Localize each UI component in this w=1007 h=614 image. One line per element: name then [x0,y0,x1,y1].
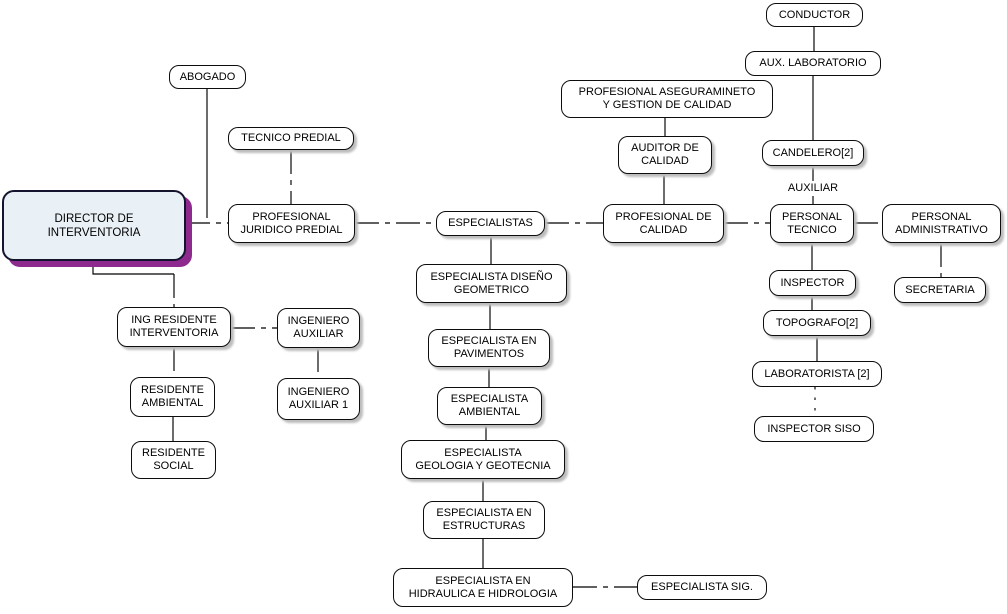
node-inspector-siso[interactable]: INSPECTOR SISO [754,416,874,442]
node-laboratorista[interactable]: LABORATORISTA [2] [752,361,882,387]
label-auxiliar[interactable]: AUXILIAR [787,182,839,194]
node-secretaria[interactable]: SECRETARIA [894,277,986,303]
node-residente-ambiental[interactable]: RESIDENTE AMBIENTAL [130,377,215,417]
node-residente-social[interactable]: RESIDENTE SOCIAL [131,441,216,479]
node-director-interventoria[interactable]: DIRECTOR DE INTERVENTORIA [2,190,186,261]
node-especialista-ambiental[interactable]: ESPECIALISTA AMBIENTAL [437,387,542,425]
node-especialista-estructuras[interactable]: ESPECIALISTA EN ESTRUCTURAS [423,501,545,539]
node-auditor-calidad[interactable]: AUDITOR DE CALIDAD [618,136,712,174]
node-inspector[interactable]: INSPECTOR [769,270,856,296]
node-tecnico-predial[interactable]: TECNICO PREDIAL [228,127,354,150]
node-personal-tecnico[interactable]: PERSONAL TECNICO [770,204,854,243]
node-personal-administrativo[interactable]: PERSONAL ADMINISTRATIVO [882,204,1001,243]
node-abogado[interactable]: ABOGADO [169,65,246,89]
node-profesional-juridico-predial[interactable]: PROFESIONAL JURIDICO PREDIAL [228,204,355,243]
node-especialista-pavimentos[interactable]: ESPECIALISTA EN PAVIMENTOS [428,329,550,367]
connector-elbow [92,267,174,275]
node-especialista-sig[interactable]: ESPECIALISTA SIG. [637,575,767,600]
node-profesional-aseguramiento[interactable]: PROFESIONAL ASEGURAMINETO Y GESTION DE C… [561,80,773,118]
node-profesional-de-calidad[interactable]: PROFESIONAL DE CALIDAD [603,204,724,243]
node-ingeniero-auxiliar[interactable]: INGENIERO AUXILIAR [277,308,360,348]
node-especialista-geologia-geotecnia[interactable]: ESPECIALISTA GEOLOGIA Y GEOTECNIA [401,440,565,479]
node-especialistas[interactable]: ESPECIALISTAS [436,211,545,236]
node-candelero[interactable]: CANDELERO[2] [762,140,864,166]
node-topografo[interactable]: TOPOGRAFO[2] [763,310,871,336]
node-especialista-diseno-geometrico[interactable]: ESPECIALISTA DISEÑO GEOMETRICO [416,264,567,303]
node-aux-laboratorio[interactable]: AUX. LABORATORIO [745,51,881,76]
node-especialista-hidraulica-hidrologia[interactable]: ESPECIALISTA EN HIDRAULICA E HIDROLOGIA [393,568,573,607]
node-ingeniero-auxiliar-1[interactable]: INGENIERO AUXILIAR 1 [277,378,360,420]
node-conductor[interactable]: CONDUCTOR [766,3,863,27]
node-ing-residente-interventoria[interactable]: ING RESIDENTE INTERVENTORIA [117,307,231,347]
